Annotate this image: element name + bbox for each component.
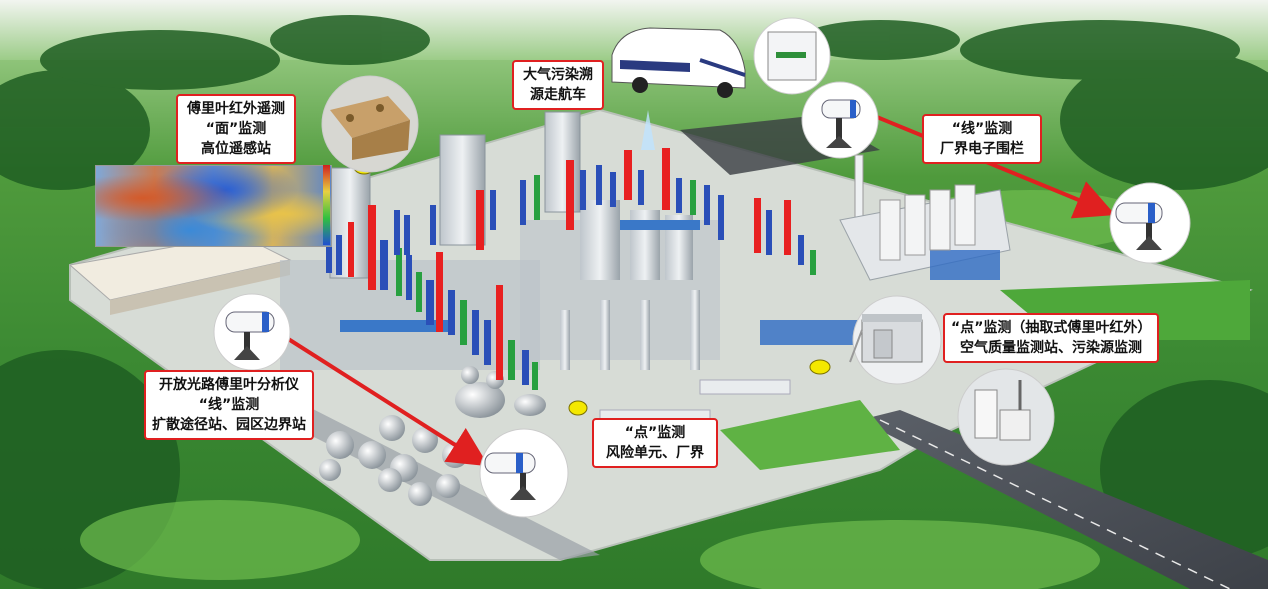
extractive-analyzer-photo <box>957 368 1055 466</box>
garden <box>720 400 900 470</box>
label-vehicle-line1: 大气污染溯 <box>523 67 593 83</box>
fence-sensor-source <box>801 81 879 159</box>
storage-tanks <box>319 366 546 506</box>
label-open-path-line1: 开放光路傅里叶分析仪 <box>159 377 299 393</box>
label-point-risk-line1: “点”监测 <box>624 425 686 441</box>
process-units <box>280 200 890 425</box>
label-remote-sensing-line3: 高位遥感站 <box>201 141 271 157</box>
heatmap-color-scale <box>323 165 330 245</box>
label-point-extract: “点”监测（抽取式傅里叶红外） 空气质量监测站、污染源监测 <box>943 313 1159 363</box>
open-path-beam-arrow <box>280 333 489 467</box>
open-path-analyzer-target <box>479 428 569 518</box>
label-point-extract-line1: “点”监测（抽取式傅里叶红外） <box>951 320 1152 336</box>
label-fence: “线”监测 厂界电子围栏 <box>922 114 1042 164</box>
label-remote-sensing: 傅里叶红外遥测 “面”监测 高位遥感站 <box>176 94 296 164</box>
power-plant <box>839 184 1011 281</box>
label-fence-line1: “线”监测 <box>951 121 1013 137</box>
label-remote-sensing-line2: “面”监测 <box>205 121 267 137</box>
remote-sensing-heatmap <box>95 165 332 247</box>
beam-cone <box>641 110 655 150</box>
label-open-path: 开放光路傅里叶分析仪 “线”监测 扩散途径站、园区边界站 <box>144 370 314 440</box>
label-fence-line2: 厂界电子围栏 <box>940 141 1024 157</box>
label-vehicle: 大气污染溯 源走航车 <box>512 60 604 110</box>
marker-air-station <box>809 359 831 375</box>
air-station-photo <box>849 295 942 385</box>
label-open-path-line2: “线”监测 <box>198 397 260 413</box>
label-vehicle-line2: 源走航车 <box>530 87 586 103</box>
label-open-path-line3: 扩散途径站、园区边界站 <box>152 417 306 433</box>
main-road <box>860 410 1268 589</box>
fence-sensor-target <box>1109 182 1191 264</box>
label-point-risk-line2: 风险单元、厂界 <box>606 445 704 461</box>
label-point-extract-line2: 空气质量监测站、污染源监测 <box>960 340 1142 356</box>
label-point-risk: “点”监测 风险单元、厂界 <box>592 418 718 468</box>
open-path-analyzer-source <box>213 293 291 371</box>
concentration-bars <box>326 148 816 390</box>
label-remote-sensing-line1: 傅里叶红外遥测 <box>187 101 285 117</box>
remote-sensing-photo <box>321 75 419 173</box>
marker-risk-unit <box>568 400 588 416</box>
analyzer-device <box>753 17 831 95</box>
monitoring-vehicle <box>611 27 746 98</box>
